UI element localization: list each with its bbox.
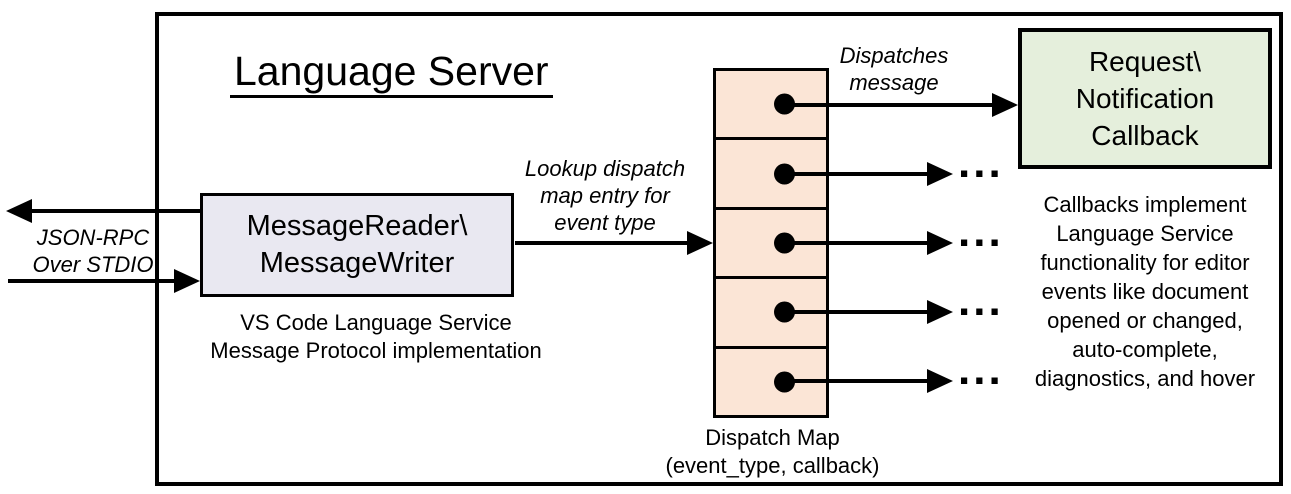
dispatches-label-line2: message [849,70,939,95]
dispatch-map-cell [716,137,826,206]
callbacks-note-line: Callbacks implement [1043,192,1247,217]
dispatch-map-cell [716,276,826,345]
ellipsis: ... [958,276,1004,325]
dispatch-map-caption-line1: Dispatch Map [705,425,840,450]
dispatch-arrow-2-head-icon [927,162,953,186]
dispatch-map-cell [716,206,826,276]
dispatch-entry-dot-icon [774,163,795,185]
dispatch-arrow-2-line [787,172,927,176]
callback-box-line1: Request\ [1088,46,1202,77]
stdio-label-line2: Over STDIO [32,252,154,277]
dispatch-arrow-4-head-icon [927,300,953,324]
stdio-label-line1: JSON-RPC [36,225,150,250]
reader-caption-line2: Message Protocol implementation [210,338,542,363]
dispatch-map-cell [716,71,826,137]
ellipsis: ... [958,138,1004,187]
dispatches-label: Dispatches message [834,42,954,96]
reader-box-line1: MessageReader\ [246,210,468,242]
callbacks-note-line: auto-complete, [1072,337,1218,362]
reader-caption-line1: VS Code Language Service [240,310,512,335]
stdio-in-arrow-line [8,279,176,283]
message-reader-writer-box: MessageReader\ MessageWriter [200,193,514,297]
dispatch-map [713,68,829,418]
language-server-box [155,12,1283,486]
ellipsis: ... [958,345,1004,394]
page-title: Language Server [230,48,553,98]
lookup-label-line2: map entry for [540,183,670,208]
dispatch-entry-dot-icon [774,93,795,115]
callback-box-line3: Callback [1091,120,1199,151]
dispatch-entry-dot-icon [774,371,795,393]
dispatch-map-cell [716,345,826,415]
lookup-label-line1: Lookup dispatch [524,156,686,181]
lookup-label-line3: event type [554,210,656,235]
lookup-arrow-line [515,241,687,245]
dispatch-arrow-3-head-icon [927,231,953,255]
callbacks-note-line: diagnostics, and hover [1034,366,1256,391]
dispatch-arrow-5-head-icon [927,369,953,393]
stdio-out-arrow-head-icon [6,199,32,223]
request-notification-callback-box: Request\ Notification Callback [1018,28,1272,169]
lookup-arrow-head-icon [687,231,713,255]
dispatch-arrow-3-line [787,241,927,245]
callbacks-note-line: functionality for editor [1040,250,1250,275]
dispatch-entry-dot-icon [774,232,795,254]
stdio-in-arrow-head-icon [174,269,200,293]
dispatch-map-caption-line2: (event_type, callback) [665,453,880,478]
reader-box-line2: MessageWriter [259,247,455,279]
ellipsis: ... [958,207,1004,256]
callback-box-line2: Notification [1075,83,1215,114]
callbacks-note: Callbacks implement Language Service fun… [1012,190,1278,393]
dispatch-arrow-1-line [787,103,992,107]
reader-caption: VS Code Language Service Message Protoco… [176,309,576,365]
dispatches-label-line1: Dispatches [839,43,949,68]
dispatch-map-caption: Dispatch Map (event_type, callback) [650,424,895,480]
dispatch-arrow-4-line [787,310,927,314]
stdio-out-arrow-line [28,209,200,213]
callbacks-note-line: Language Service [1056,221,1234,246]
dispatch-arrow-1-head-icon [992,93,1018,117]
dispatch-arrow-5-line [787,379,927,383]
callbacks-note-line: events like document [1041,279,1249,304]
callbacks-note-line: opened or changed, [1047,308,1243,333]
stdio-label: JSON-RPC Over STDIO [13,224,173,278]
lookup-label: Lookup dispatch map entry for event type [505,155,705,236]
dispatch-entry-dot-icon [774,301,795,323]
